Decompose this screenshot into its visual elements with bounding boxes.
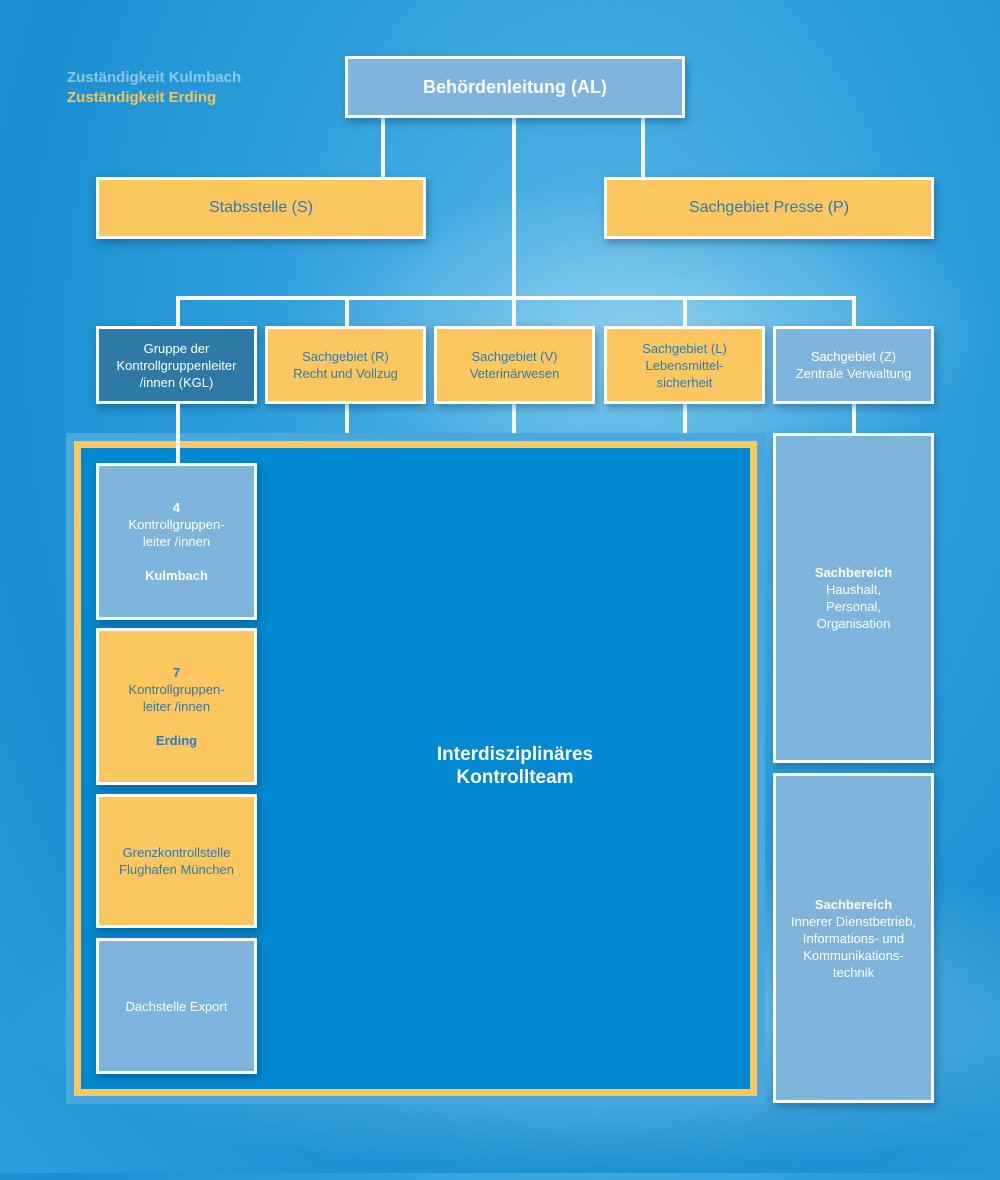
sachgebiet-r-line: Sachgebiet (R) <box>302 349 389 364</box>
kgl-kulmbach-count: 4 <box>172 500 181 515</box>
sachbereich-haushalt-line: Personal, <box>826 599 881 614</box>
sachgebiet-r-box: Sachgebiet (R) Recht und Vollzug <box>265 326 426 404</box>
kgl-line: Gruppe der <box>143 340 210 356</box>
connector-line <box>176 296 856 300</box>
kontrollteam-title: Interdisziplinäres Kontrollteam <box>260 743 770 789</box>
kontrollteam-title-line: Kontrollteam <box>456 767 574 788</box>
dachstelle-export-label: Dachstelle Export <box>125 998 228 1014</box>
legend-erding: Zuständigkeit Erding <box>67 89 217 106</box>
sachbereich-haushalt-line: Haushalt, <box>826 582 881 597</box>
grenzkontrollstelle-box: Grenzkontrollstelle Flughafen München <box>96 794 257 928</box>
kgl-line: /innen (KGL) <box>139 374 214 390</box>
presse-label: Sachgebiet Presse (P) <box>688 199 850 216</box>
connector-line <box>852 296 856 328</box>
legend-kulmbach: Zuständigkeit Kulmbach <box>67 69 242 86</box>
connector-line <box>512 117 516 298</box>
connector-line <box>381 117 385 179</box>
kgl-erding-place: Erding <box>155 733 198 748</box>
legend: Zuständigkeit Kulmbach Zuständigkeit Erd… <box>67 68 241 108</box>
connector-line <box>641 117 645 179</box>
stabsstelle-box: Stabsstelle (S) <box>96 177 426 239</box>
sachgebiet-v-box: Sachgebiet (V) Veterinärwesen <box>434 326 595 404</box>
connector-line <box>345 296 349 328</box>
presse-box: Sachgebiet Presse (P) <box>604 177 934 239</box>
kgl-kulmbach-line: leiter /innen <box>142 534 211 549</box>
sachbereich-innerer-line: Kommunikations- <box>803 947 904 963</box>
grenzkontrollstelle-line: Flughafen München <box>119 862 234 877</box>
kgl-erding-line: Kontrollgruppen- <box>128 682 225 697</box>
connector-line <box>176 402 180 466</box>
connector-line <box>512 296 516 328</box>
kgl-kulmbach-place: Kulmbach <box>145 568 208 583</box>
connector-line <box>512 402 516 434</box>
kgl-box: Gruppe der Kontrollgruppenleiter /innen … <box>96 326 257 404</box>
kgl-erding-count: 7 <box>172 665 181 680</box>
connector-line <box>683 296 687 328</box>
behoerdenleitung-label: Behördenleitung (AL) <box>423 76 607 97</box>
sachgebiet-v-line: Veterinärwesen <box>469 366 560 381</box>
stabsstelle-label: Stabsstelle (S) <box>208 199 314 216</box>
dachstelle-export-box: Dachstelle Export <box>96 938 257 1074</box>
sachgebiet-l-box: Sachgebiet (L) Lebensmittel- sicherheit <box>604 326 765 404</box>
sachgebiet-z-line: Sachgebiet (Z) <box>810 349 897 364</box>
kgl-erding-line: leiter /innen <box>142 699 211 714</box>
sachbereich-haushalt-title: Sachbereich <box>814 565 893 580</box>
sachbereich-innerer-title: Sachbereich <box>814 896 893 912</box>
kontrollteam-title-line: Interdisziplinäres <box>436 744 594 765</box>
grenzkontrollstelle-line: Grenzkontrollstelle <box>122 845 231 860</box>
sachbereich-innerer-line: technik <box>832 964 875 980</box>
kgl-kulmbach-box: 4 Kontrollgruppen- leiter /innen Kulmbac… <box>96 463 257 620</box>
sachbereich-haushalt-box: Sachbereich Haushalt, Personal, Organisa… <box>773 433 934 763</box>
kgl-kulmbach-line: Kontrollgruppen- <box>128 517 225 532</box>
sachgebiet-z-box: Sachgebiet (Z) Zentrale Verwaltung <box>773 326 934 404</box>
sachbereich-innerer-dienst-box: Sachbereich Innerer Dienstbetrieb, Infor… <box>773 773 934 1103</box>
connector-line <box>176 296 180 328</box>
sachgebiet-l-line: Lebensmittel- <box>645 357 724 373</box>
sachgebiet-z-line: Zentrale Verwaltung <box>795 366 912 381</box>
sachbereich-haushalt-line: Organisation <box>816 616 891 631</box>
kgl-erding-box: 7 Kontrollgruppen- leiter /innen Erding <box>96 628 257 785</box>
sachgebiet-l-line: Sachgebiet (L) <box>642 340 727 356</box>
kgl-line: Kontrollgruppenleiter <box>116 357 237 373</box>
connector-line <box>852 402 856 436</box>
sachgebiet-v-line: Sachgebiet (V) <box>471 349 558 364</box>
sachbereich-innerer-line: Informations- und <box>802 930 905 946</box>
connector-line <box>345 402 349 434</box>
sachgebiet-r-line: Recht und Vollzug <box>293 366 398 381</box>
connector-line <box>683 402 687 434</box>
behoerdenleitung-box: Behördenleitung (AL) <box>345 56 685 118</box>
sachbereich-innerer-line: Innerer Dienstbetrieb, <box>790 913 916 929</box>
sachgebiet-l-line: sicherheit <box>656 374 713 390</box>
